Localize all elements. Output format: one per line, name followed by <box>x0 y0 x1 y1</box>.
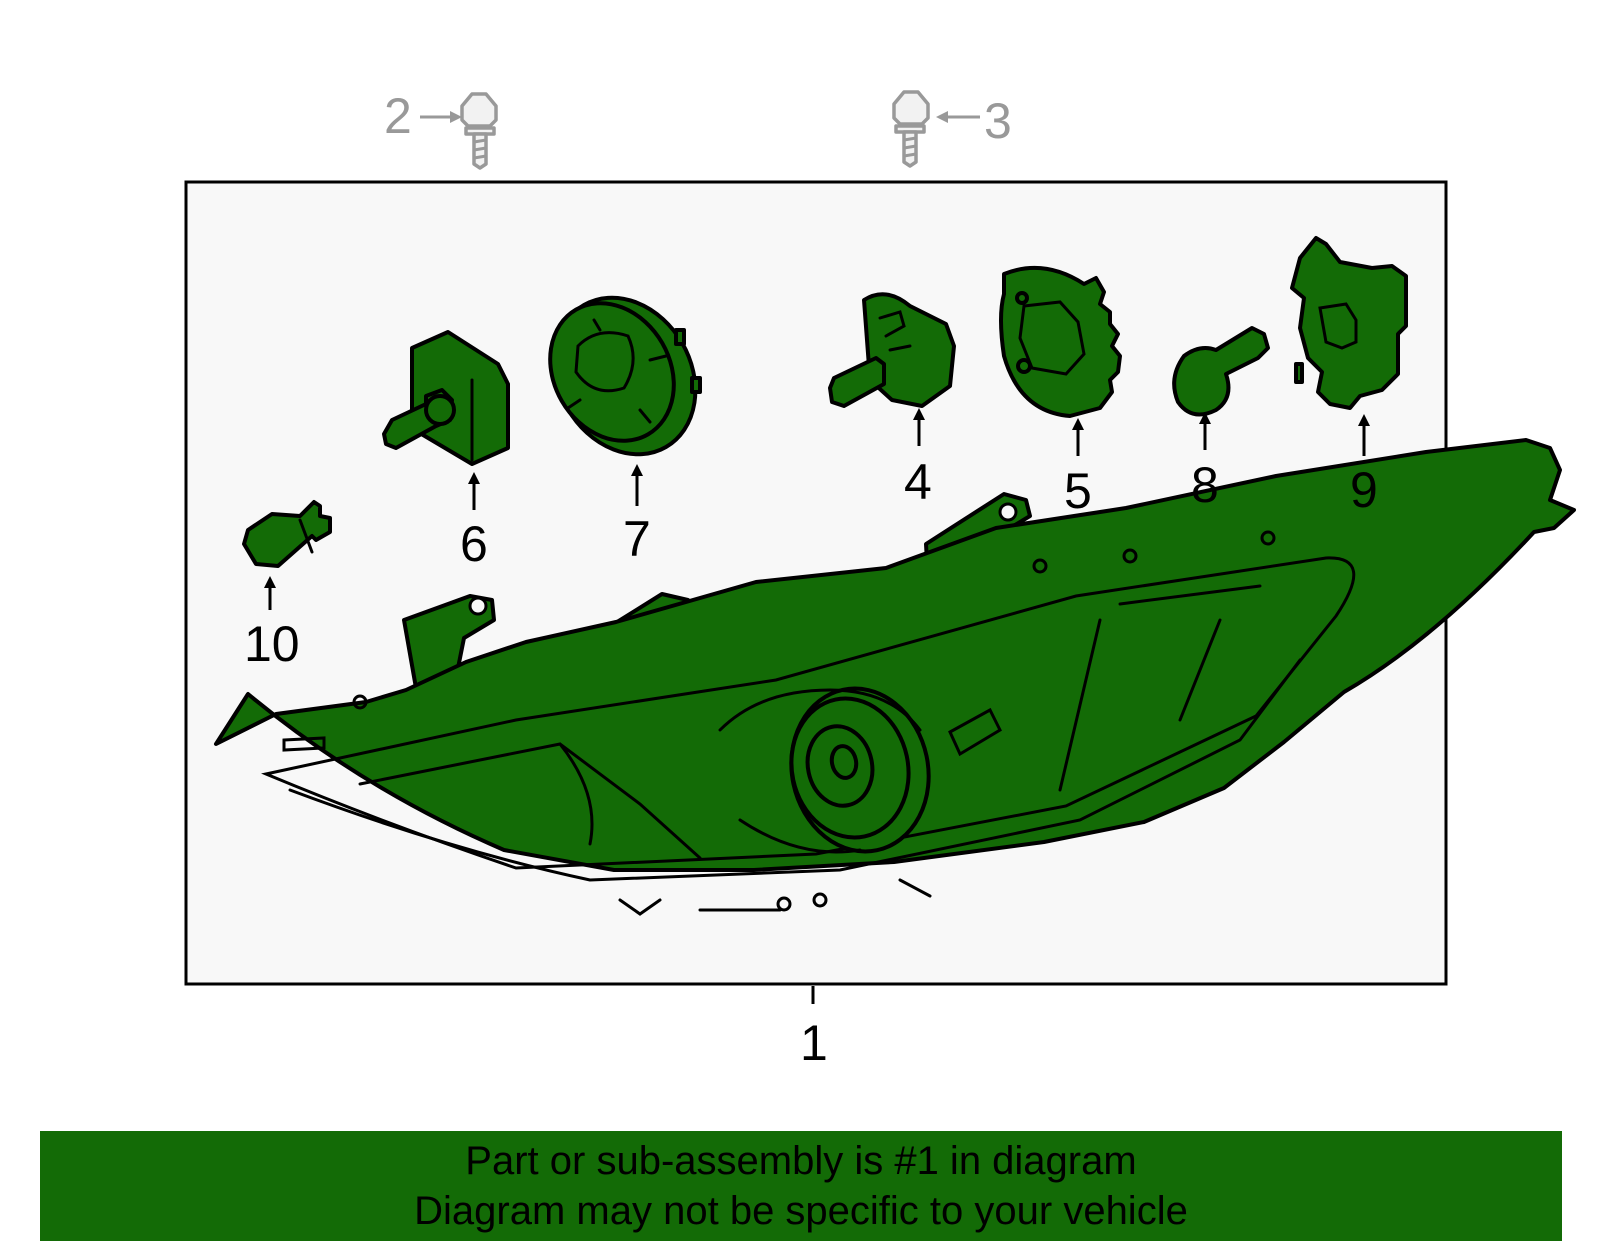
bulb-8-icon[interactable] <box>1172 326 1270 417</box>
callout-7: 7 <box>623 511 651 567</box>
callout-9: 9 <box>1350 462 1378 518</box>
callout-4: 4 <box>904 454 932 510</box>
callout-arrows <box>264 408 1370 610</box>
callout-8: 8 <box>1191 457 1219 513</box>
socket-9-icon[interactable] <box>1290 236 1408 410</box>
headlamp-assembly-1[interactable] <box>214 438 1576 916</box>
callout-2-arrow <box>420 111 462 123</box>
callout-2: 2 <box>384 88 412 144</box>
bolt-3-icon[interactable] <box>892 90 930 168</box>
callout-5: 5 <box>1064 463 1092 519</box>
banner-line-2: Diagram may not be specific to your vehi… <box>414 1189 1188 1233</box>
cap-ring-7-icon[interactable] <box>526 272 723 480</box>
callout-6: 6 <box>460 516 488 572</box>
bolt-2-icon[interactable] <box>460 92 498 170</box>
bulb-socket-6-icon[interactable] <box>382 330 510 466</box>
callout-3-arrow <box>936 111 980 123</box>
banner-line-1: Part or sub-assembly is #1 in diagram <box>465 1139 1137 1183</box>
callout-3: 3 <box>984 93 1012 149</box>
socket-5-icon[interactable] <box>999 265 1122 418</box>
callout-10: 10 <box>244 616 300 672</box>
bulb-10-icon[interactable] <box>242 500 332 568</box>
callout-1: 1 <box>800 1015 828 1071</box>
bulb-4-icon[interactable] <box>828 292 956 408</box>
disclaimer-banner: Part or sub-assembly is #1 in diagram Di… <box>40 1131 1562 1241</box>
